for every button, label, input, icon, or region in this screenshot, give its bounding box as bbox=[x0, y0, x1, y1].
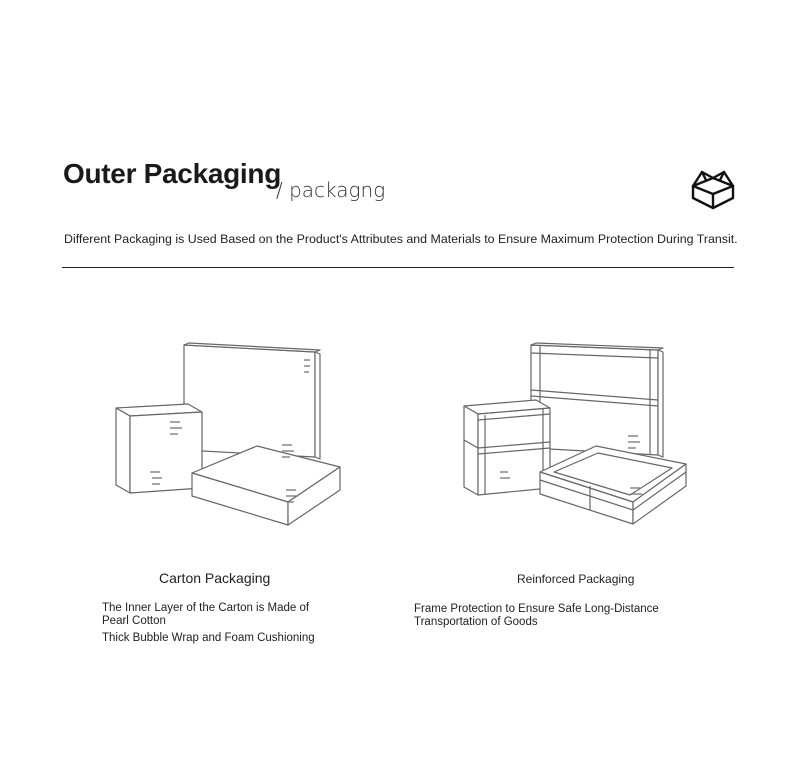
feature-item: The Inner Layer of the Carton is Made of… bbox=[102, 602, 310, 627]
section-heading: Reinforced Packaging bbox=[517, 572, 635, 586]
page-subtitle: / packagng bbox=[276, 178, 386, 202]
wooden-crates-illustration bbox=[458, 340, 698, 530]
open-box-icon bbox=[689, 166, 737, 210]
feature-item: Frame Protection to Ensure Safe Long-Dis… bbox=[414, 603, 659, 628]
packaging-description: Different Packaging is Used Based on the… bbox=[64, 232, 738, 246]
feature-item: Thick Bubble Wrap and Foam Cushioning bbox=[102, 632, 315, 644]
divider bbox=[62, 267, 734, 268]
carton-boxes-illustration bbox=[110, 340, 350, 530]
section-heading: Carton Packaging bbox=[159, 570, 271, 586]
page-title: Outer Packaging bbox=[63, 158, 282, 189]
